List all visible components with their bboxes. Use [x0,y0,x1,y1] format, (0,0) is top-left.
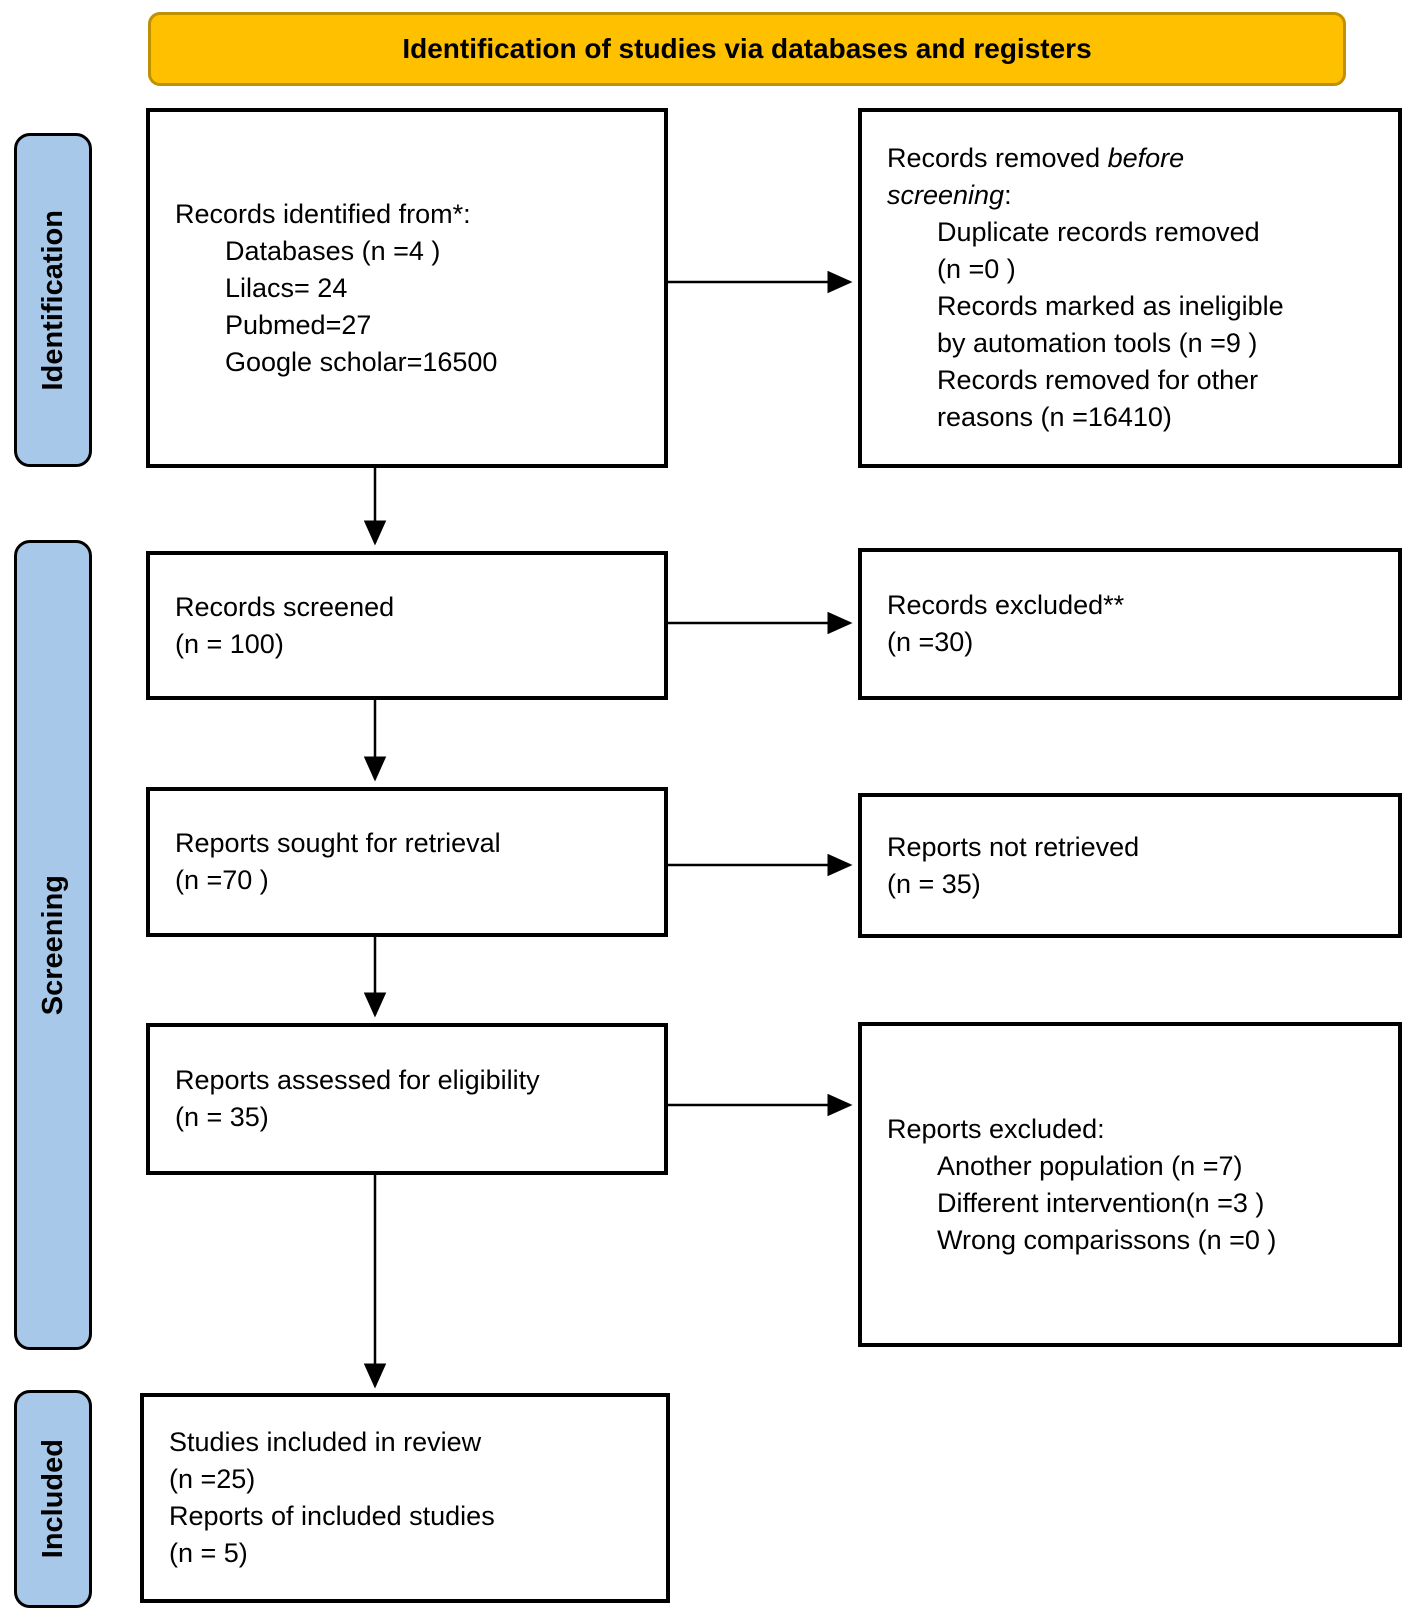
sidebar-identification: Identification [14,133,92,467]
sidebar-included-label: Included [36,1439,69,1559]
sidebar-screening-label: Screening [36,874,69,1016]
reports-excluded-item: Different intervention(n =3 ) [937,1187,1265,1218]
records-removed-item: Duplicate records removed (n =0 ) [937,217,1260,284]
records-removed-heading-text: Records removed [887,143,1108,173]
studies-included-text: Studies included in review (n =25) Repor… [169,1427,495,1568]
banner-title: Identification of studies via databases … [148,12,1346,86]
banner-title-label: Identification of studies via databases … [402,33,1092,64]
records-identified-item: Databases (n =4 ) [225,235,441,266]
records-removed-item: Records marked as ineligible by automati… [937,291,1284,358]
records-excluded-text: Records excluded** (n =30) [887,590,1125,657]
reports-excluded-item: Wrong comparissons (n =0 ) [937,1224,1277,1255]
records-identified-item: Pubmed=27 [225,309,372,340]
records-removed-heading-italic: screening [887,180,1005,210]
box-reports-assessed: Reports assessed for eligibility (n = 35… [146,1023,668,1175]
reports-assessed-text: Reports assessed for eligibility (n = 35… [175,1065,540,1132]
records-identified-item: Lilacs= 24 [225,272,348,303]
box-studies-included: Studies included in review (n =25) Repor… [140,1393,670,1603]
box-reports-sought: Reports sought for retrieval (n =70 ) [146,787,668,937]
records-identified-heading: Records identified from*: [175,198,471,229]
records-removed-item: Records removed for other reasons (n =16… [937,365,1259,432]
sidebar-screening: Screening [14,540,92,1350]
box-records-screened: Records screened (n = 100) [146,551,668,700]
reports-not-retrieved-text: Reports not retrieved (n = 35) [887,831,1140,899]
box-records-identified: Records identified from*: Databases (n =… [146,108,668,468]
sidebar-included: Included [14,1390,92,1608]
box-records-excluded: Records excluded** (n =30) [858,548,1402,700]
reports-sought-text: Reports sought for retrieval (n =70 ) [175,828,501,895]
box-records-removed: Records removed before screening: Duplica… [858,108,1402,468]
records-removed-heading-text: : [1004,180,1012,210]
box-reports-excluded: Reports excluded: Another population (n … [858,1022,1402,1347]
records-removed-heading-italic: before [1107,143,1185,173]
reports-excluded-heading: Reports excluded: [887,1113,1105,1144]
records-removed-heading: Records removed before screening: [887,140,1350,214]
records-identified-item: Google scholar=16500 [225,346,498,377]
records-screened-text: Records screened (n = 100) [175,591,395,659]
sidebar-identification-label: Identification [36,209,69,391]
reports-excluded-item: Another population (n =7) [937,1150,1243,1181]
box-reports-not-retrieved: Reports not retrieved (n = 35) [858,793,1402,938]
